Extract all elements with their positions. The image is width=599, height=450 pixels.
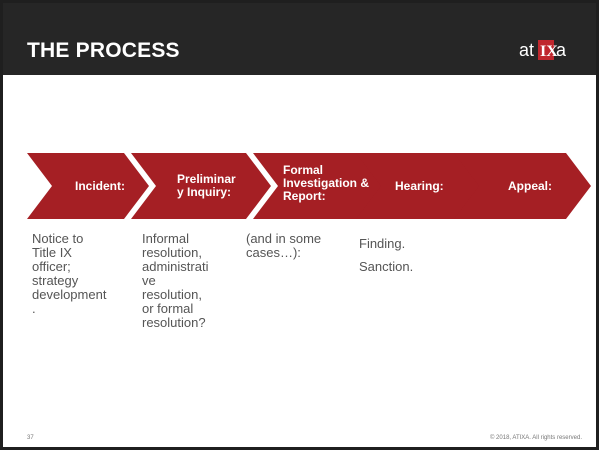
chevron-appeal <box>454 153 591 219</box>
step-description-incident: Notice to Title IX officer; strategy dev… <box>32 231 107 316</box>
atixa-logo: at IX a <box>519 40 567 60</box>
step-label-appeal: Appeal: <box>508 179 553 193</box>
chevron-hearing <box>356 153 487 219</box>
svg-text:at: at <box>519 40 534 60</box>
step-label-hearing: Hearing: <box>395 179 444 193</box>
step-description-preliminary-inquiry: Informal resolution, administrati ve res… <box>142 231 209 330</box>
chevron-incident <box>27 153 149 219</box>
title-bar: THE PROCESS at IX a <box>3 3 596 75</box>
svg-text:a: a <box>556 40 567 60</box>
step-label-incident: Incident: <box>75 179 125 193</box>
chevron-preliminary-inquiry <box>131 153 271 219</box>
step-label-formal-investigation: Formal Investigation & Report: <box>283 163 370 203</box>
chevron-formal-investigation <box>253 153 386 219</box>
slide-title: THE PROCESS <box>27 39 180 62</box>
copyright: © 2018, ATIXA. All rights reserved. <box>489 435 582 441</box>
step-label-preliminary-inquiry: Preliminar y Inquiry: <box>177 172 236 199</box>
step-description-hearing: Finding. Sanction. <box>359 236 414 274</box>
svg-text:IX: IX <box>540 43 558 60</box>
process-chevrons <box>27 153 591 219</box>
page-number: 37 <box>27 435 34 441</box>
step-description-formal-investigation: (and in some cases…): <box>246 231 322 260</box>
